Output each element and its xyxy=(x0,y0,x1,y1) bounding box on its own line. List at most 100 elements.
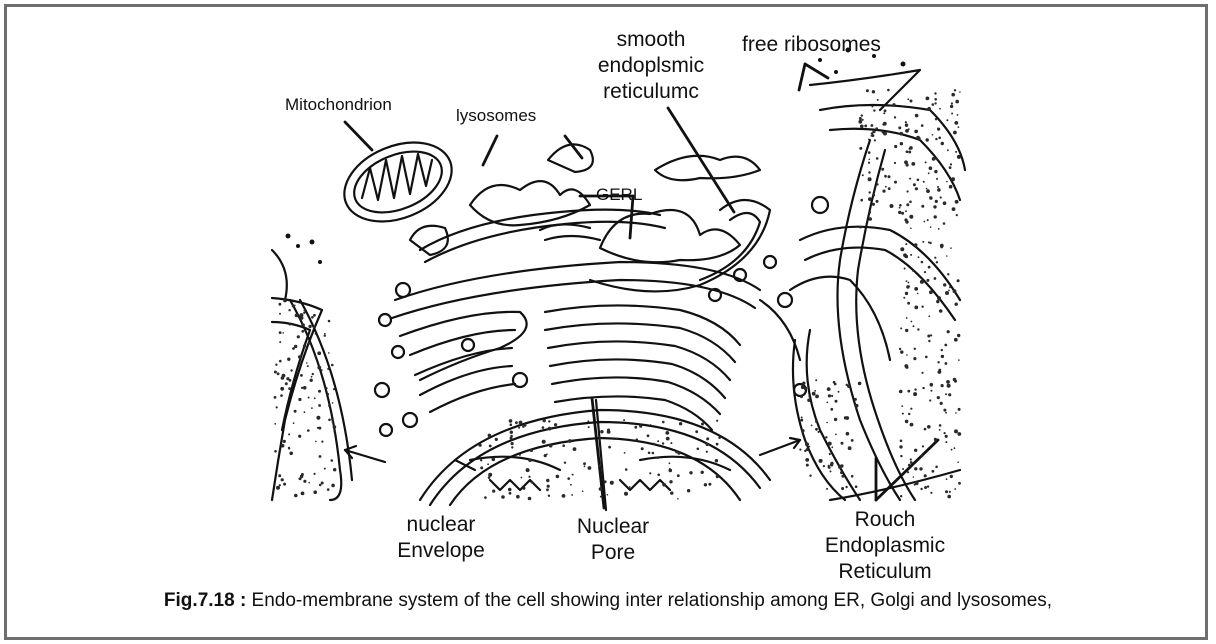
stipple-dot xyxy=(807,399,810,402)
stipple-dot xyxy=(800,395,803,398)
stipple-dot xyxy=(542,440,546,444)
stipple-dot xyxy=(949,166,952,169)
stipple-dot xyxy=(945,490,948,493)
stipple-dot xyxy=(921,454,924,457)
stipple-dot xyxy=(924,428,927,431)
stipple-dot xyxy=(868,177,872,181)
stipple-dot xyxy=(905,243,907,245)
stipple-dot xyxy=(900,495,902,497)
stipple-dot xyxy=(934,98,937,101)
gerl-label: GERL xyxy=(596,182,642,208)
stipple-dot xyxy=(288,447,290,449)
stipple-dot xyxy=(488,476,491,479)
stipple-dot xyxy=(955,151,957,153)
stipple-dot xyxy=(815,428,818,431)
stipple-dot xyxy=(926,188,928,190)
stipple-dot xyxy=(530,449,533,452)
stipple-dot xyxy=(573,447,577,451)
lysosomes-label: lysosomes xyxy=(456,103,536,129)
stipple-dot xyxy=(939,424,942,427)
stipple-dot xyxy=(279,313,281,315)
stipple-dot xyxy=(572,474,574,476)
stipple-dot xyxy=(899,348,901,350)
stipple-dot xyxy=(955,412,957,414)
stipple-dot xyxy=(332,402,334,404)
stipple-dot xyxy=(926,97,930,101)
stipple-dot xyxy=(956,214,958,216)
stipple-dot xyxy=(510,431,513,434)
stipple-dot xyxy=(951,113,953,115)
stipple-dot xyxy=(860,125,864,129)
stipple-dot xyxy=(899,390,903,394)
stipple-dot xyxy=(951,102,953,104)
stipple-dot xyxy=(833,381,836,384)
stipple-dot xyxy=(289,452,293,456)
stipple-dot xyxy=(598,464,601,467)
stipple-dot xyxy=(809,446,811,448)
stipple-dot xyxy=(957,279,960,282)
stipple-dot xyxy=(274,396,277,399)
stipple-dot xyxy=(952,207,956,211)
stipple-dot xyxy=(861,200,863,202)
stipple-dot xyxy=(914,449,917,452)
stipple-dot xyxy=(949,491,951,493)
stipple-dot xyxy=(938,137,941,140)
stipple-dot xyxy=(509,492,512,495)
stipple-dot xyxy=(955,100,959,104)
stipple-dot xyxy=(510,423,513,426)
stipple-dot xyxy=(908,413,910,415)
stipple-dot xyxy=(868,139,870,141)
stipple-dot xyxy=(929,166,933,170)
stipple-dot xyxy=(518,427,520,429)
stipple-dot xyxy=(625,468,628,471)
stipple-dot xyxy=(934,440,936,442)
stipple-dot xyxy=(556,475,560,479)
stipple-dot xyxy=(303,480,306,483)
stipple-dot xyxy=(929,196,932,199)
stipple-dot xyxy=(546,479,549,482)
stipple-dot xyxy=(905,124,908,127)
stipple-dot xyxy=(909,201,912,204)
stipple-dot xyxy=(677,498,679,500)
stipple-dot xyxy=(873,194,875,196)
stipple-dot xyxy=(587,420,589,422)
stipple-dot xyxy=(906,163,909,166)
stipple-dot xyxy=(899,207,901,209)
stipple-dot xyxy=(930,226,932,228)
stipple-dot xyxy=(913,392,917,396)
stipple-dot xyxy=(312,373,314,375)
stipple-dot xyxy=(308,482,310,484)
stipple-dot xyxy=(588,466,592,470)
stipple-dot xyxy=(937,186,939,188)
stipple-dot xyxy=(279,360,282,363)
stipple-dot xyxy=(274,423,276,425)
stipple-dot xyxy=(913,183,916,186)
stipple-dot xyxy=(947,495,951,499)
stipple-dot xyxy=(906,203,909,206)
stipple-dot xyxy=(324,335,326,337)
stipple-dot xyxy=(885,186,887,188)
stipple-dot xyxy=(883,132,887,136)
stipple-dot xyxy=(826,402,828,404)
stipple-dot xyxy=(872,130,875,133)
stipple-dot xyxy=(935,118,937,120)
stipple-dot xyxy=(935,466,938,469)
stipple-dot xyxy=(670,442,672,444)
stipple-dot xyxy=(905,366,908,369)
stipple-dot xyxy=(868,151,871,154)
stipple-dot xyxy=(959,91,961,93)
stipple-dot xyxy=(815,395,819,399)
stipple-dot xyxy=(554,423,557,426)
stipple-dot xyxy=(958,482,961,485)
stipple-dot xyxy=(911,162,915,166)
stipple-dot xyxy=(937,296,941,300)
stipple-dot xyxy=(303,344,306,347)
stipple-dot xyxy=(276,406,278,408)
stipple-dot xyxy=(599,487,603,491)
stipple-dot xyxy=(278,474,281,477)
stipple-dot xyxy=(546,488,549,491)
stipple-dot xyxy=(858,382,862,386)
stipple-dot xyxy=(868,217,872,221)
stipple-dot xyxy=(715,459,718,462)
stipple-dot xyxy=(910,228,912,230)
